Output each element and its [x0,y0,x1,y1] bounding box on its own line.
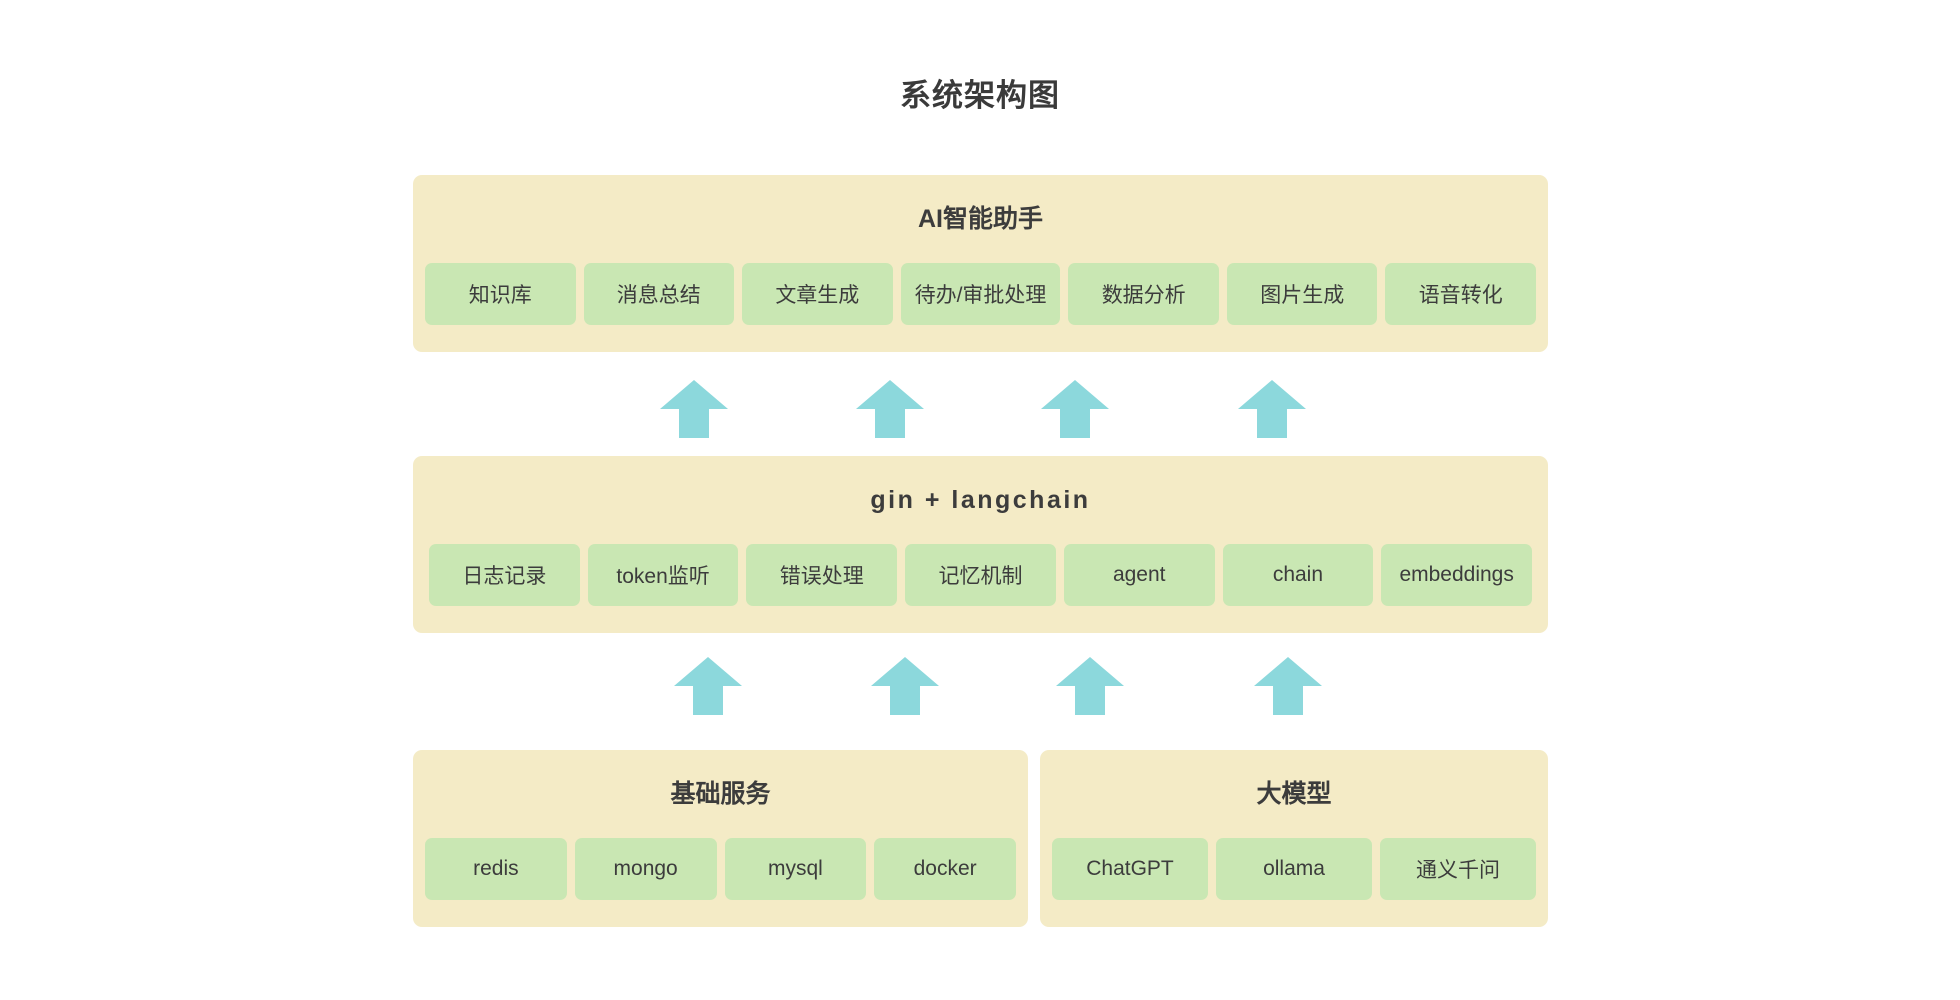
chip-logging[interactable]: 日志记录 [428,544,580,606]
chip-row-gin-langchain: 日志记录 token监听 错误处理 记忆机制 agent chain embed… [413,544,1548,606]
connector-row-lower [0,655,1960,725]
arrow-up-icon [673,655,743,717]
chip-data-analysis[interactable]: 数据分析 [1068,263,1219,325]
layer-heading-large-models: 大模型 [1256,780,1332,808]
chip-knowledge-base[interactable]: 知识库 [424,263,576,325]
chip-agent[interactable]: agent [1063,544,1215,606]
chip-token-monitor[interactable]: token监听 [587,544,739,606]
layer-panel-large-models: 大模型 ChatGPT ollama 通义千问 [1040,750,1548,927]
chip-mysql[interactable]: mysql [724,838,867,900]
layer-panel-ai-assistant: AI智能助手 知识库 消息总结 文章生成 待办/审批处理 数据分析 图片生成 语… [413,175,1548,352]
arrow-up-icon [1055,655,1125,717]
chip-docker[interactable]: docker [874,838,1016,900]
chip-row-ai-assistant: 知识库 消息总结 文章生成 待办/审批处理 数据分析 图片生成 语音转化 [413,263,1548,325]
chip-image-generation[interactable]: 图片生成 [1226,263,1378,325]
chip-error-handling[interactable]: 错误处理 [746,544,898,606]
chip-todo-approval[interactable]: 待办/审批处理 [900,263,1061,325]
chip-chain[interactable]: chain [1222,544,1374,606]
chip-message-summary[interactable]: 消息总结 [583,263,735,325]
chip-row-infrastructure: redis mongo mysql docker [413,838,1028,900]
arrow-up-icon [659,378,729,440]
chip-article-generation[interactable]: 文章生成 [742,263,893,325]
chip-mongo[interactable]: mongo [574,838,717,900]
page-title: 系统架构图 [900,78,1060,113]
arrow-up-icon [1237,378,1307,440]
chip-ollama[interactable]: ollama [1216,838,1372,900]
arrow-up-icon [855,378,925,440]
arrow-up-icon [1040,378,1110,440]
layer-heading-gin-langchain: gin + langchain [870,486,1091,514]
chip-redis[interactable]: redis [425,838,567,900]
layer-panel-gin-langchain: gin + langchain 日志记录 token监听 错误处理 记忆机制 a… [413,456,1548,633]
layer-panel-infrastructure: 基础服务 redis mongo mysql docker [413,750,1028,927]
chip-speech-conversion[interactable]: 语音转化 [1385,263,1537,325]
arrow-up-icon [870,655,940,717]
chip-tongyi-qianwen[interactable]: 通义千问 [1380,838,1536,900]
chip-memory-mechanism[interactable]: 记忆机制 [905,544,1056,606]
arrow-up-icon [1253,655,1323,717]
chip-row-large-models: ChatGPT ollama 通义千问 [1040,838,1548,900]
chip-chatgpt[interactable]: ChatGPT [1052,838,1208,900]
connector-row-upper [0,378,1960,448]
layer-heading-infrastructure: 基础服务 [670,780,771,808]
layer-heading-ai-assistant: AI智能助手 [917,205,1043,233]
chip-embeddings[interactable]: embeddings [1381,544,1533,606]
